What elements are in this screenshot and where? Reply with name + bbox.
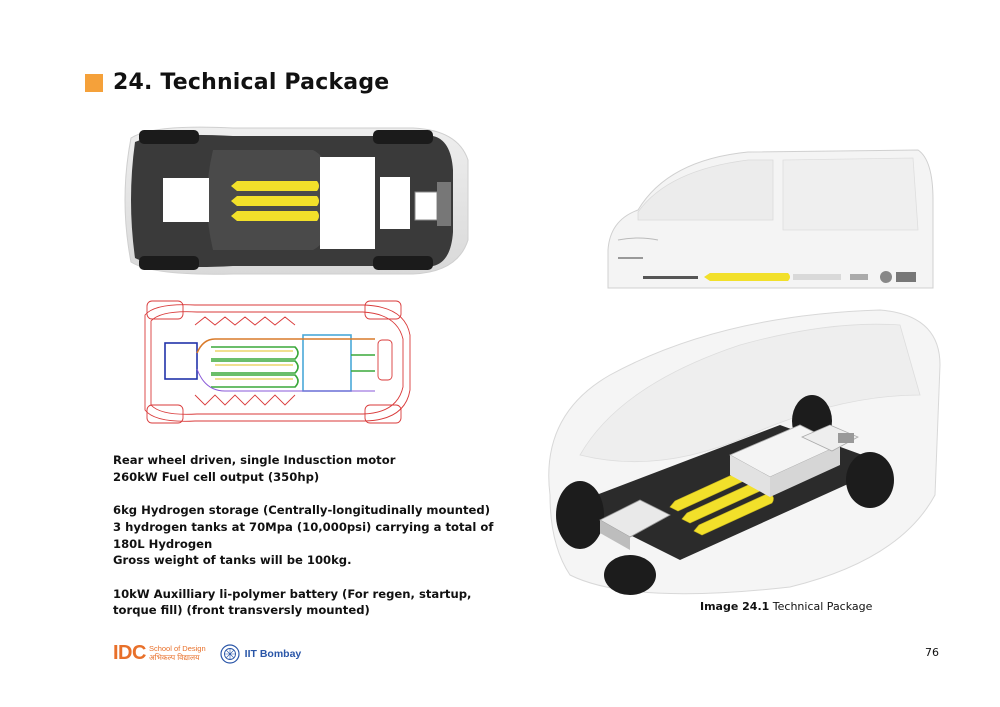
hydrogen-tank-side	[704, 273, 790, 281]
iitb-logo: IIT Bombay	[220, 643, 302, 664]
iitb-emblem-icon	[220, 643, 240, 664]
wheel-rear-right	[846, 452, 894, 508]
page-heading: 24. Technical Package	[85, 70, 389, 95]
text-line: 260kW Fuel cell output (350hp)	[113, 469, 320, 484]
idc-logo-subtitle: School of Design अभिकल्प विद्यालय	[148, 644, 206, 662]
wheel-front-left	[556, 481, 604, 549]
wheel-front-right	[604, 555, 656, 595]
text-line: 10kW Auxilliary li-polymer battery (For …	[113, 586, 472, 601]
side-view-render	[598, 140, 943, 295]
spec-text: Rear wheel driven, single Indusction mot…	[113, 452, 494, 619]
text-line: torque fill) (front transversly mounted)	[113, 603, 370, 618]
motor-box	[380, 177, 410, 229]
wheel-front-left	[139, 130, 199, 144]
iitb-name: IIT Bombay	[244, 647, 302, 660]
hydrogen-tanks-top	[231, 181, 319, 221]
wheel-front-right	[139, 256, 199, 270]
page-title: 24. Technical Package	[113, 70, 390, 95]
idc-line-hindi: अभिकल्प विद्यालय	[148, 652, 200, 662]
heading-accent-square	[85, 73, 103, 92]
text-line: 180L Hydrogen	[113, 536, 213, 551]
text-line: Gross weight of tanks will be 100kg.	[113, 553, 352, 568]
fuel-cell-box	[320, 157, 375, 249]
isometric-render	[540, 305, 945, 595]
battery-paragraph: 10kW Auxilliary li-polymer battery (For …	[113, 586, 483, 619]
text-line: Rear wheel driven, single Indusction mot…	[113, 453, 396, 467]
wheel-rear-left	[373, 130, 433, 144]
battery-box	[599, 499, 671, 538]
caption-label: Image 24.1	[700, 600, 770, 613]
footer-logos: IDC School of Design अभिकल्प विद्यालय II…	[113, 642, 301, 665]
caption-text: Technical Package	[772, 600, 873, 613]
battery-outline	[164, 342, 198, 380]
idc-logo: IDC	[113, 642, 146, 664]
wheel-rear-right	[373, 256, 433, 270]
chassis-line-drawing	[135, 295, 420, 430]
figure-caption: Image 24.1 Technical Package	[700, 600, 872, 613]
idc-line-english: School of Design	[148, 644, 206, 653]
drivetrain-paragraph: Rear wheel driven, single Indusction mot…	[113, 452, 483, 485]
text-line: 3 hydrogen tanks at 70Mpa (10,000psi) ca…	[113, 519, 494, 534]
top-view-render	[113, 120, 475, 280]
page-number: 76	[925, 646, 939, 659]
text-line: 6kg Hydrogen storage (Centrally-longitud…	[113, 503, 490, 518]
hydrogen-paragraph: 6kg Hydrogen storage (Centrally-longitud…	[113, 502, 494, 569]
battery-box	[163, 178, 209, 222]
